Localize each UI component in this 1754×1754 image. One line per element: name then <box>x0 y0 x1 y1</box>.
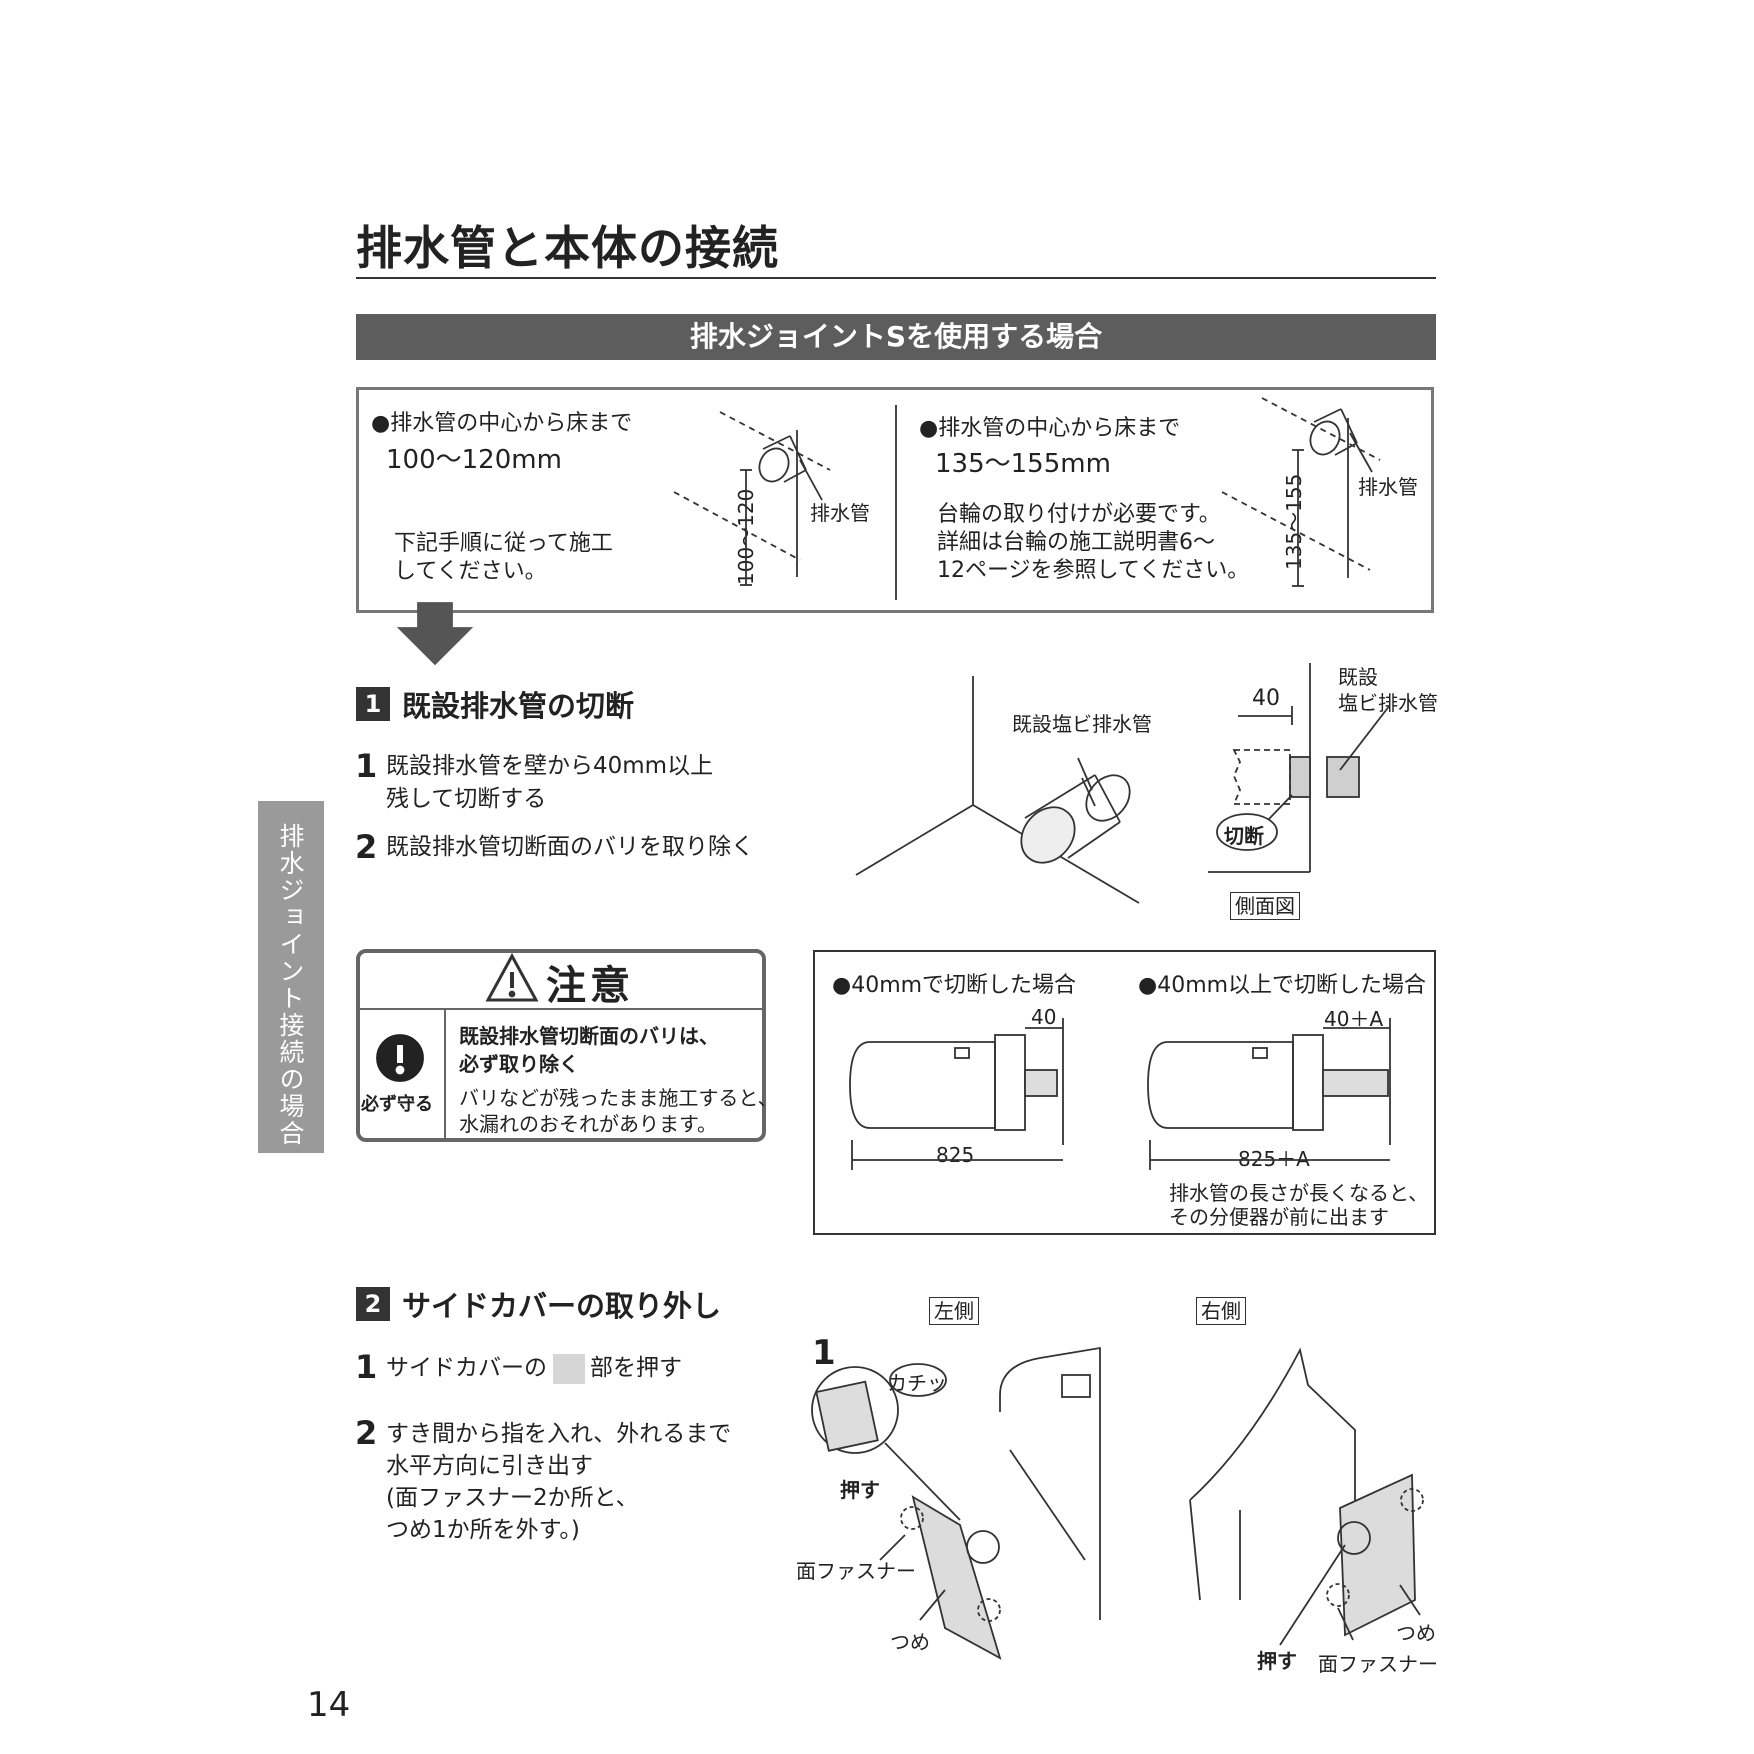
caution-title: 注意 <box>546 963 634 1009</box>
page-title: 排水管と本体の接続 <box>356 221 779 275</box>
claw-label-left: つめ <box>890 1630 930 1654</box>
caution-divider <box>360 1008 762 1010</box>
down-arrow-icon <box>396 602 474 666</box>
case-a-note-2: してください。 <box>394 559 547 584</box>
side-view-figure <box>1208 663 1391 873</box>
dot-area-icon <box>553 1354 585 1384</box>
case-a-heading: ●排水管の中心から床まで <box>371 411 633 436</box>
compare-left-dim-top: 40 <box>1031 1005 1057 1029</box>
side-label-2: 塩ビ排水管 <box>1338 691 1438 715</box>
fastener-label-left: 面ファスナー <box>796 1559 916 1583</box>
compare-right-heading: ●40mm以上で切断した場合 <box>1138 973 1427 998</box>
push-label-left: 押す <box>840 1478 880 1502</box>
s2-step1-pre: サイドカバーの <box>386 1355 547 1381</box>
s1-step2-num: 2 <box>355 828 378 866</box>
case-a-range: 100〜120mm <box>386 445 562 475</box>
side-view-tag: 側面図 <box>1230 892 1300 920</box>
side-label-1: 既設 <box>1338 665 1378 689</box>
case-a-pipe-figure <box>673 411 831 586</box>
pipe-height-box <box>356 387 1434 613</box>
compare-left-heading: ●40mmで切断した場合 <box>832 973 1077 998</box>
toilet-top-view-right <box>1147 1018 1391 1170</box>
box-divider <box>895 405 897 600</box>
caution-bold-1: 既設排水管切断面のバリは、 <box>459 1024 719 1048</box>
s2-step2-line4: つめ1か所を外す。) <box>386 1517 580 1543</box>
compare-left-dim-bottom: 825 <box>936 1143 975 1167</box>
side-tab: 排水ジョイント接続の場合 <box>258 801 324 1153</box>
s1-step1-line2: 残して切断する <box>386 786 547 812</box>
toilet-right-figure <box>1189 1347 1424 1646</box>
s2-step2-line3: (面ファスナー2か所と、 <box>386 1485 639 1511</box>
case-b-note-2: 詳細は台輪の施工説明書6〜 <box>937 530 1215 555</box>
s2-step1-post: 部を押す <box>590 1355 682 1381</box>
side-dim-40: 40 <box>1252 686 1280 711</box>
s1-step1-num: 1 <box>355 747 378 785</box>
caution-box <box>356 949 766 1142</box>
push-label-right: 押す <box>1257 1649 1297 1673</box>
compare-note-2: その分便器が前に出ます <box>1169 1205 1389 1229</box>
existing-pipe-figure <box>855 676 1140 904</box>
must-follow-label: 必ず守る <box>361 1094 433 1115</box>
section-1-heading: 既設排水管の切断 <box>402 689 635 723</box>
compare-right-dim-bottom: 825＋A <box>1238 1147 1310 1171</box>
s2-step2-line2: 水平方向に引き出す <box>386 1453 593 1479</box>
toilet-left-figure <box>879 1346 1101 1660</box>
cut-compare-box <box>813 950 1436 1235</box>
must-exclamation-icon <box>376 1034 424 1082</box>
s2-step2-line1: すき間から指を入れ、外れるまで <box>386 1421 732 1447</box>
section-2-number: 2 <box>356 1287 390 1321</box>
compare-note-1: 排水管の長さが長くなると、 <box>1169 1181 1429 1205</box>
page-number: 14 <box>307 1685 351 1725</box>
compare-right-dim-top: 40＋A <box>1324 1007 1384 1031</box>
case-b-pipe-figure <box>1221 397 1381 587</box>
case-b-note-1: 台輪の取り付けが必要です。 <box>937 502 1221 527</box>
caution-line-1: バリなどが残ったまま施工すると、 <box>459 1086 778 1110</box>
s1-step1-line1: 既設排水管を壁から40mm以上 <box>386 753 714 779</box>
case-b-note-3: 12ページを参照してください。 <box>937 558 1250 583</box>
fastener-label-right: 面ファスナー <box>1318 1652 1438 1676</box>
caution-bold-2: 必ず取り除く <box>459 1052 579 1076</box>
left-side-tag: 左側 <box>929 1297 979 1325</box>
warning-triangle-icon <box>485 952 539 1002</box>
section-2-heading: サイドカバーの取り外し <box>402 1289 722 1323</box>
s1-step2-line1: 既設排水管切断面のバリを取り除く <box>386 834 754 860</box>
caution-line-2: 水漏れのおそれがあります。 <box>459 1112 717 1136</box>
fig-pipe-label: 既設塩ビ排水管 <box>1012 712 1152 736</box>
callout-number: 1 <box>812 1333 836 1373</box>
case-b-range: 135〜155mm <box>935 449 1111 479</box>
case-b-pipe-label: 排水管 <box>1358 475 1418 499</box>
claw-label-right: つめ <box>1396 1621 1436 1645</box>
section-banner: 排水ジョイントSを使用する場合 <box>356 314 1436 360</box>
title-divider <box>356 277 1436 279</box>
cut-label: 切断 <box>1224 824 1264 848</box>
section-1-number: 1 <box>356 687 390 721</box>
case-b-heading: ●排水管の中心から床まで <box>919 416 1181 441</box>
s2-step1-num: 1 <box>355 1348 378 1386</box>
right-side-tag: 右側 <box>1196 1297 1246 1325</box>
magnifier-callout <box>811 1363 961 1521</box>
case-a-note-1: 下記手順に従って施工 <box>394 531 613 556</box>
side-tab-text: 排水ジョイント接続の場合 <box>276 823 305 1147</box>
case-a-pipe-label: 排水管 <box>810 501 870 525</box>
toilet-top-view-left <box>849 1018 1064 1170</box>
caution-vdivider <box>444 1010 446 1138</box>
s2-step2-num: 2 <box>355 1414 378 1452</box>
